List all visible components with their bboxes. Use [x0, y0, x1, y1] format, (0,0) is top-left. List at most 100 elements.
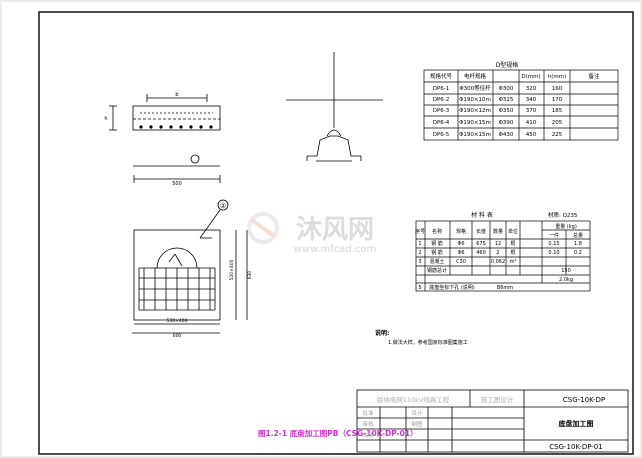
material-header: 重量 (kg)	[555, 223, 577, 230]
material-cell: 钢 筋	[431, 240, 443, 247]
spec-cell: DP6-3	[433, 108, 450, 114]
material-header: 名称	[432, 228, 442, 235]
material-cell: 2	[496, 250, 499, 256]
material-cell: 0.15	[548, 241, 559, 247]
material-cell: Φ6	[457, 250, 464, 256]
spec-cell: 450	[526, 132, 537, 138]
material-cell: 混凝土	[429, 258, 444, 265]
title-drawing-no: CSG-10K-DP-01	[549, 443, 602, 451]
spec-table-text: 规格代号 电杆规格 D(mm) h(mm) 备注 DP6-1 Φ300等径杆 Φ…	[430, 72, 600, 138]
material-cell: 3	[418, 259, 421, 265]
notes-title: 说明:	[375, 329, 389, 337]
watermark-brand: 沐风网	[296, 215, 374, 245]
material-header: 规格	[456, 228, 466, 235]
material-cell: 1	[418, 241, 421, 247]
spec-cell: 205	[552, 120, 563, 126]
material-header: 长度	[476, 228, 486, 235]
spec-table-grid	[423, 69, 619, 141]
material-cell: C30	[456, 259, 466, 265]
spec-cell: 370	[526, 108, 537, 114]
spec-cell: 185	[552, 108, 563, 114]
spec-header: D(mm)	[521, 74, 540, 80]
dim-outer-label: 600	[173, 333, 182, 339]
material-cell: 钢 筋	[431, 249, 443, 256]
material-header: 序号	[415, 228, 425, 235]
material-cell: Φ6	[457, 241, 464, 247]
spec-cell: 340	[526, 97, 537, 103]
material-cell: 0.2	[574, 250, 582, 256]
spec-cell: DP6-5	[433, 132, 450, 138]
inner-frame	[38, 11, 634, 455]
dim-right-inner-label: 520×400	[229, 259, 235, 280]
material-cell: 0.10	[548, 250, 559, 256]
balloon-circle	[217, 199, 229, 211]
title-role-labels: 批准 审核 校核 设计 制图	[362, 409, 423, 439]
dim-right-outer-label: 630	[247, 271, 253, 280]
spec-header: 备注	[588, 72, 600, 80]
spec-cell: Φ325	[499, 97, 514, 103]
title-stage: 施工图设计	[481, 395, 514, 404]
material-subheader: 总量	[573, 232, 583, 239]
role-label: 设计	[411, 409, 423, 417]
material-subheader: 一件	[549, 232, 559, 239]
spec-cell: DP6-4	[433, 120, 450, 126]
spec-cell: 225	[552, 132, 563, 138]
material-cell: 0.062	[491, 259, 505, 265]
material-cell: m³	[510, 259, 517, 265]
spec-cell: Φ300	[499, 86, 514, 92]
material-cell: B6mm	[497, 285, 513, 291]
spec-cell: 320	[526, 86, 537, 92]
spec-cell: Φ190×15m	[459, 132, 491, 138]
watermark-url: www.mfcad.com	[294, 244, 377, 255]
rebar-dots	[139, 125, 213, 129]
material-cell: 钢筋总计	[427, 267, 447, 274]
watermark-logo	[247, 212, 279, 244]
elevation-drawing	[109, 94, 221, 183]
title-company: 版纳电网110kV线路工程	[377, 395, 450, 404]
spec-cell: Φ390	[499, 120, 514, 126]
material-header: 单位	[508, 228, 518, 235]
dim-bottom-label: 500	[172, 181, 182, 187]
role-label: 审核	[362, 420, 374, 428]
material-cell: 12	[495, 241, 501, 247]
title-block-grid	[356, 389, 629, 453]
spec-cell: 410	[526, 120, 537, 126]
spec-header: 规格代号	[430, 72, 453, 80]
pole-section-drawing	[286, 52, 383, 162]
spec-table-title: D型规格	[496, 61, 519, 69]
role-label: 校核	[362, 431, 374, 439]
material-cell: 底盘坐标下孔 (说明)	[429, 284, 475, 291]
dim-top-label: b	[175, 92, 178, 98]
spec-cell: Φ300等径杆	[459, 84, 491, 92]
title-drawing-code: CSG-10K-DP	[563, 396, 605, 404]
material-cell: 460	[476, 250, 486, 256]
notes-line-1: 1.做法大样，参考国家标准图集施工	[388, 339, 468, 346]
material-table-grid	[415, 220, 591, 292]
material-cell: 1.8	[574, 241, 582, 247]
role-label: 制图	[411, 420, 423, 428]
figure-caption: 图1.2-1 底盘加工图PB（CSG-10K-DP-01）	[258, 428, 418, 438]
spec-cell: DP6-2	[433, 97, 450, 103]
material-cell: 5	[418, 285, 421, 291]
material-header: 数量	[493, 228, 503, 235]
spec-header: h(mm)	[548, 74, 567, 80]
spec-cell: 170	[552, 97, 563, 103]
spec-cell: 160	[552, 86, 563, 92]
spec-cell: Φ190×12m	[459, 108, 491, 114]
material-cell: 根	[510, 249, 515, 256]
balloon-label: ②	[220, 202, 226, 210]
spec-header: 电杆规格	[464, 72, 487, 80]
title-drawing-name: 底盘加工图	[559, 419, 594, 428]
material-grade: 材质: Q235	[548, 211, 578, 219]
material-cell: 2	[418, 250, 421, 256]
spec-cell: Φ190×10m	[459, 97, 491, 103]
plan-view-drawing	[132, 209, 248, 334]
spec-cell: Φ430	[499, 132, 514, 138]
material-table-title: 材 料 表	[471, 211, 493, 219]
spec-cell: Φ190×15m	[459, 120, 491, 126]
spec-cell: DP6-1	[433, 86, 450, 92]
material-cell: 2.0kg	[559, 277, 573, 283]
role-label: 批准	[362, 409, 374, 417]
